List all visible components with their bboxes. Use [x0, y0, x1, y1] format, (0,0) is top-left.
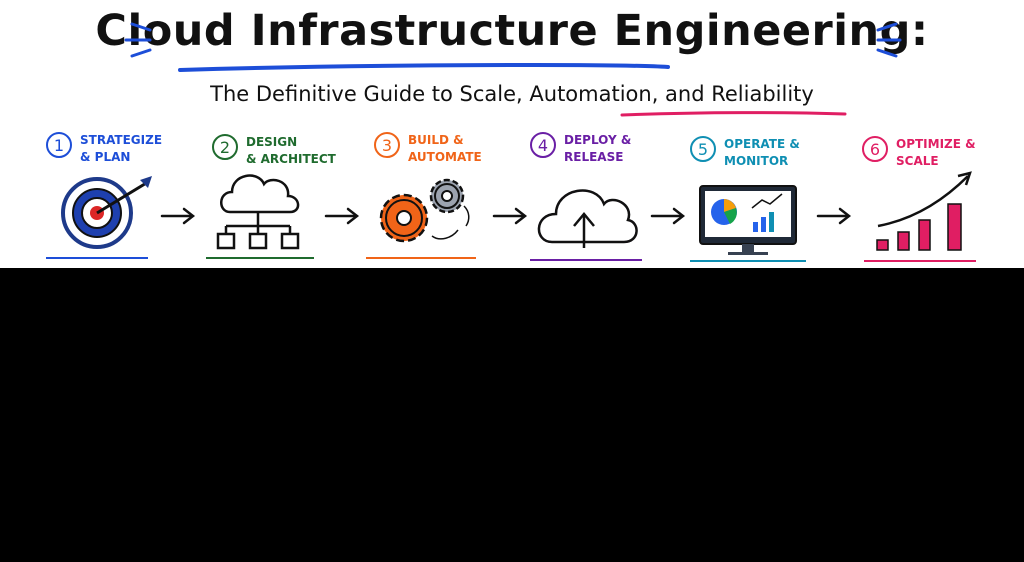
step-label: DEPLOY & RELEASE — [564, 133, 632, 164]
subtitle-underline — [620, 111, 847, 117]
step-number: 1 — [46, 132, 72, 158]
step-4: 4 DEPLOY & RELEASE — [530, 132, 631, 166]
step-label: BUILD & AUTOMATE — [408, 133, 482, 164]
left-sparkle-icon — [124, 22, 152, 58]
arrow-right-icon — [324, 207, 360, 225]
step-number: 6 — [862, 136, 888, 162]
decorations — [46, 22, 976, 262]
arrow-right-icon — [816, 207, 852, 225]
step-5: 5 OPERATE & MONITOR — [690, 136, 800, 170]
cloud-upload-icon — [537, 189, 638, 248]
arrow-right-icon — [650, 207, 686, 225]
step-label: OPERATE & MONITOR — [724, 137, 800, 168]
step-number: 4 — [530, 132, 556, 158]
step-label: DESIGN & ARCHITECT — [246, 135, 336, 166]
page-subtitle: The Definitive Guide to Scale, Automatio… — [210, 82, 814, 106]
step-number: 2 — [212, 134, 238, 160]
monitor-dashboard-icon — [699, 185, 797, 255]
step-6: 6 OPTIMIZE & SCALE — [862, 136, 976, 170]
step-label: OPTIMIZE & SCALE — [896, 137, 976, 168]
step-1: 1 STRATEGIZE & PLAN — [46, 132, 162, 166]
step-2: 2 DESIGN & ARCHITECT — [212, 134, 336, 168]
cloud-network-icon — [216, 174, 300, 250]
right-sparkle-icon — [876, 22, 902, 58]
infographic-banner: Cloud Infrastructure Engineering: The De… — [0, 0, 1024, 268]
growth-chart-icon — [876, 171, 972, 251]
title-underline — [178, 63, 670, 72]
page-title: Cloud Infrastructure Engineering: — [95, 6, 929, 56]
arrow-right-icon — [492, 207, 528, 225]
arrow-right-icon — [160, 207, 196, 225]
step-number: 3 — [374, 132, 400, 158]
target-icon — [61, 176, 152, 249]
step-number: 5 — [690, 136, 716, 162]
gears-icon — [379, 178, 470, 243]
step-label: STRATEGIZE & PLAN — [80, 133, 163, 164]
step-3: 3 BUILD & AUTOMATE — [374, 132, 482, 166]
